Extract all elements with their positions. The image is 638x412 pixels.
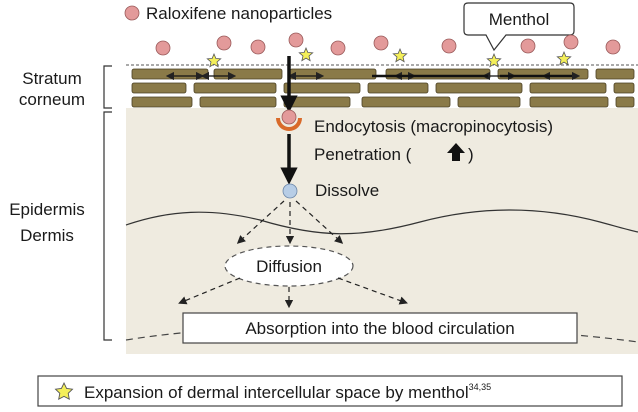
absorption-label: Absorption into the blood circulation: [245, 319, 514, 338]
penetration-label-close: ): [468, 145, 474, 164]
reference-superscript: 34,35: [469, 382, 492, 392]
corneocyte: [213, 68, 283, 80]
intercellular-expansion-markers: [165, 46, 581, 81]
diffusion-absorption-arrows: [178, 277, 408, 309]
penetration-label: Penetration (: [314, 145, 412, 164]
bottom-legend-box: [37, 375, 623, 407]
corneocyte: [199, 96, 277, 108]
absorption-box: [182, 312, 578, 344]
corneocyte: [497, 68, 589, 80]
dissolve-label: Dissolve: [315, 181, 379, 200]
nanoparticle: [563, 34, 579, 50]
nanoparticle: [216, 35, 232, 51]
menthol-star-icon: [392, 47, 408, 63]
nanoparticle: [520, 38, 536, 54]
corneocyte: [283, 96, 351, 108]
corneocyte: [385, 68, 491, 80]
corneocyte: [615, 96, 635, 108]
corneocyte: [529, 82, 607, 94]
dermal-epidermal-junction: [125, 209, 638, 235]
corneocyte: [367, 82, 429, 94]
corneocyte: [131, 82, 187, 94]
corneocyte: [529, 96, 609, 108]
nanoparticle: [330, 40, 346, 56]
menthol-callout: [463, 2, 575, 52]
diffusion-label: Diffusion: [256, 257, 322, 276]
penetration-up-arrow-icon: [447, 143, 465, 161]
corneocyte: [435, 82, 523, 94]
menthol-star-icon: [556, 50, 572, 66]
nanoparticle-legend-label: Raloxifene nanoparticles: [146, 4, 332, 23]
stratum-corneum-bracket: [103, 65, 112, 109]
endocytosed-nanoparticle: [281, 109, 297, 125]
nanoparticle: [373, 35, 389, 51]
menthol-star-icon: [298, 46, 314, 62]
corneocyte: [289, 68, 377, 80]
corneocyte: [283, 82, 361, 94]
star-legend-icon: [54, 381, 74, 401]
stratum-label-line2: corneum: [19, 90, 85, 109]
menthol-star-icon: [486, 52, 502, 68]
nanoparticle: [605, 39, 621, 55]
epidermis-dermis-bracket: [103, 111, 112, 341]
menthol-star-icon: [206, 52, 222, 68]
nanoparticle: [250, 39, 266, 55]
corneocyte: [595, 68, 635, 80]
corneocyte: [613, 82, 635, 94]
nanoparticle-legend-icon: [124, 5, 140, 21]
diffusion-ellipse: [224, 245, 354, 287]
stratum-label-line1: Stratum: [22, 69, 82, 88]
corneocyte: [193, 82, 277, 94]
dissolved-particle: [282, 183, 298, 199]
dermis-label: Dermis: [20, 226, 74, 245]
menthol-callout-label: Menthol: [489, 10, 549, 29]
nanoparticle: [155, 40, 171, 56]
endocytosis-label: Endocytosis (macropinocytosis): [314, 117, 553, 136]
epidermis-label: Epidermis: [9, 200, 85, 219]
corneocyte: [361, 96, 451, 108]
corneocyte: [131, 68, 209, 80]
nanoparticle: [288, 32, 304, 48]
surface-nanoparticles: [155, 32, 621, 56]
nanoparticle: [441, 38, 457, 54]
dissolve-diffusion-arrows: [236, 200, 344, 245]
endocytosis-cup-icon: [276, 118, 302, 131]
corneocyte: [457, 96, 521, 108]
bottom-legend-label: Expansion of dermal intercellular space …: [84, 382, 491, 402]
corneocyte: [131, 96, 193, 108]
